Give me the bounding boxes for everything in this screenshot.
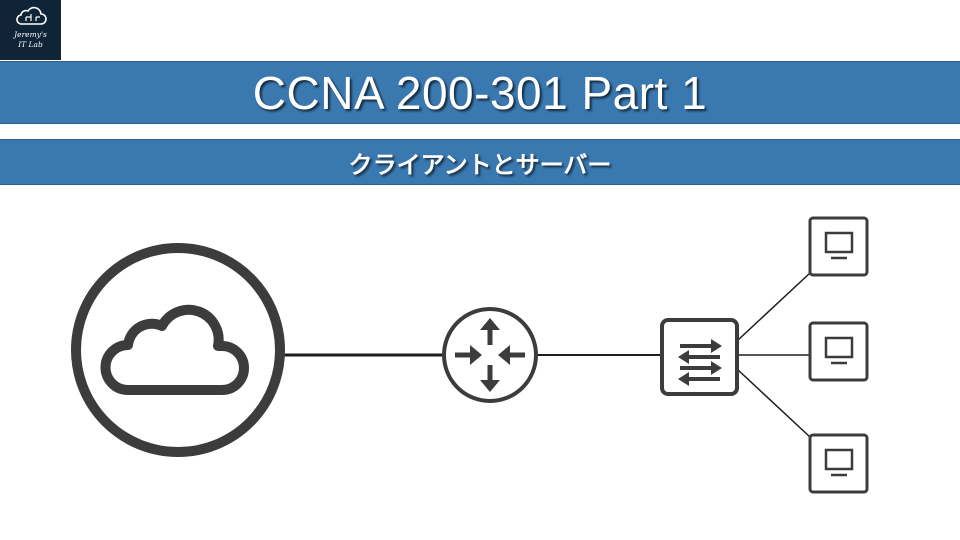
page-title: CCNA 200-301 Part 1 xyxy=(252,66,708,119)
pc-node-3 xyxy=(808,433,869,494)
router-icon xyxy=(455,318,525,392)
cloud-icon xyxy=(100,304,249,395)
logo-line-2: IT Lab xyxy=(18,40,43,49)
monitor-icon xyxy=(824,336,854,365)
logo-line-1: Jeremy's xyxy=(14,30,47,39)
pc-node-1 xyxy=(808,216,869,277)
router-node xyxy=(442,307,538,403)
circuit-cloud-icon xyxy=(15,6,47,25)
channel-logo: Jeremy's IT Lab xyxy=(0,0,61,60)
pc-node-2 xyxy=(808,321,869,382)
switch-node xyxy=(660,318,739,396)
link-switch-pc1 xyxy=(736,272,811,342)
link-switch-pc3 xyxy=(736,368,811,438)
subtitle-banner: クライアントとサーバー xyxy=(0,139,960,185)
network-diagram xyxy=(71,216,869,494)
monitor-icon xyxy=(824,448,854,477)
page-subtitle: クライアントとサーバー xyxy=(348,150,612,179)
internet-node xyxy=(71,243,285,457)
title-banner: CCNA 200-301 Part 1 xyxy=(0,61,960,124)
switch-icon xyxy=(678,339,722,386)
monitor-icon xyxy=(824,231,854,260)
